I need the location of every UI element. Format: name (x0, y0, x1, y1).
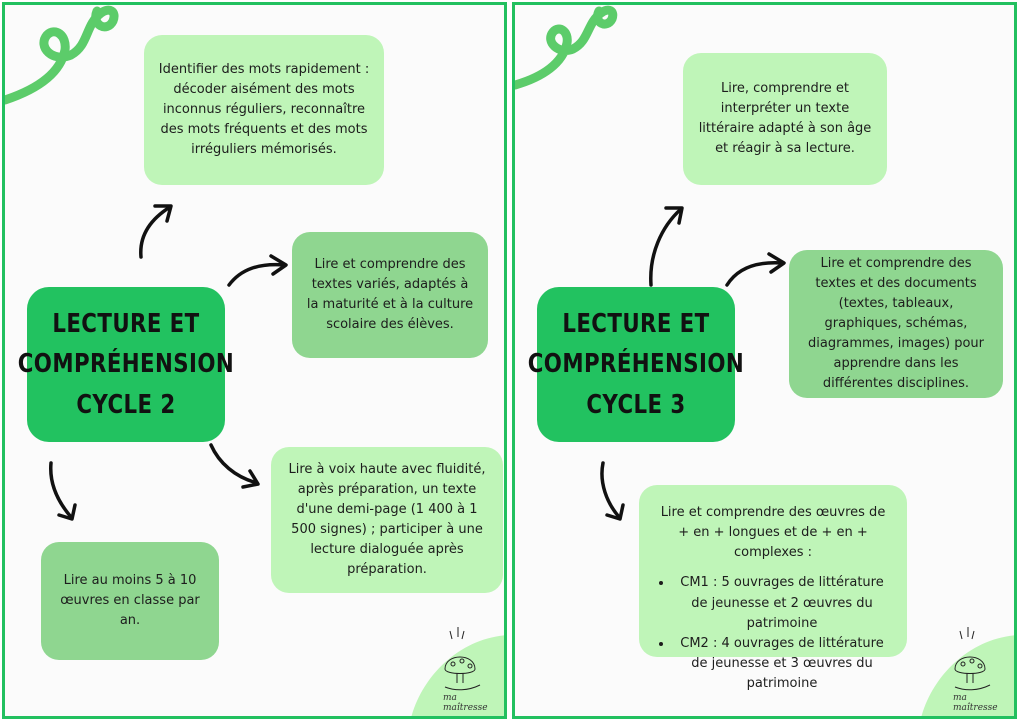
card-works-list: Lire et comprendre des œuvres de + en + … (639, 485, 907, 691)
title-line-1: LECTURE ET (562, 309, 710, 340)
title-line-3: CYCLE 3 (586, 389, 686, 420)
title-line-3: CYCLE 2 (76, 389, 176, 420)
card-understand-texts-text: Lire et comprendre des textes variés, ad… (306, 256, 474, 333)
card-read-works-text: Lire au moins 5 à 10 œuvres en classe pa… (60, 572, 200, 629)
card-read-aloud: Lire à voix haute avec fluidité, après p… (271, 447, 503, 593)
title-card-cycle-3: LECTURE ET COMPRÉHENSION CYCLE 3 (528, 287, 744, 442)
card-works-list-intro: Lire et comprendre des œuvres de + en + … (660, 505, 886, 561)
swirl-decoration (515, 5, 618, 90)
swirl-decoration (5, 5, 119, 105)
title-line-2: COMPRÉHENSION (17, 349, 235, 380)
card-read-works: Lire au moins 5 à 10 œuvres en classe pa… (41, 542, 219, 660)
mushroom-logo (411, 627, 504, 716)
arrow-icon (649, 206, 684, 287)
logo-text: ma maîtresse (953, 693, 998, 713)
logo-text: ma maîtresse (443, 693, 488, 713)
arrow-icon (227, 254, 288, 287)
panel-cycle-3: Lire, comprendre et interpréter un texte… (512, 2, 1017, 719)
card-documents-text: Lire et comprendre des textes et des doc… (807, 255, 984, 392)
list-item: CM1 : 5 ouvrages de littérature de jeune… (673, 573, 891, 633)
card-decode-words: Identifier des mots rapidement : décoder… (144, 35, 384, 185)
list-item: CM2 : 4 ouvrages de littérature de jeune… (673, 634, 891, 694)
arrow-icon (209, 443, 260, 489)
arrow-icon (139, 204, 173, 259)
card-understand-texts: Lire et comprendre des textes variés, ad… (292, 232, 488, 358)
arrow-icon (600, 461, 625, 521)
card-decode-words-text: Identifier des mots rapidement : décoder… (158, 61, 370, 158)
works-list: CM1 : 5 ouvrages de littérature de jeune… (655, 573, 891, 694)
title-line-2: COMPRÉHENSION (527, 349, 745, 380)
title-card-cycle-2: LECTURE ET COMPRÉHENSION CYCLE 2 (18, 287, 234, 442)
card-read-aloud-text: Lire à voix haute avec fluidité, après p… (288, 461, 486, 578)
mushroom-logo (921, 627, 1014, 716)
title-line-1: LECTURE ET (52, 309, 200, 340)
card-literary-text: Lire, comprendre et interpréter un texte… (683, 53, 887, 185)
card-documents: Lire et comprendre des textes et des doc… (789, 250, 1003, 398)
arrow-icon (49, 461, 77, 521)
panel-cycle-2: Identifier des mots rapidement : décoder… (2, 2, 507, 719)
arrow-icon (725, 252, 786, 287)
card-literary-text-text: Lire, comprendre et interpréter un texte… (698, 80, 872, 157)
